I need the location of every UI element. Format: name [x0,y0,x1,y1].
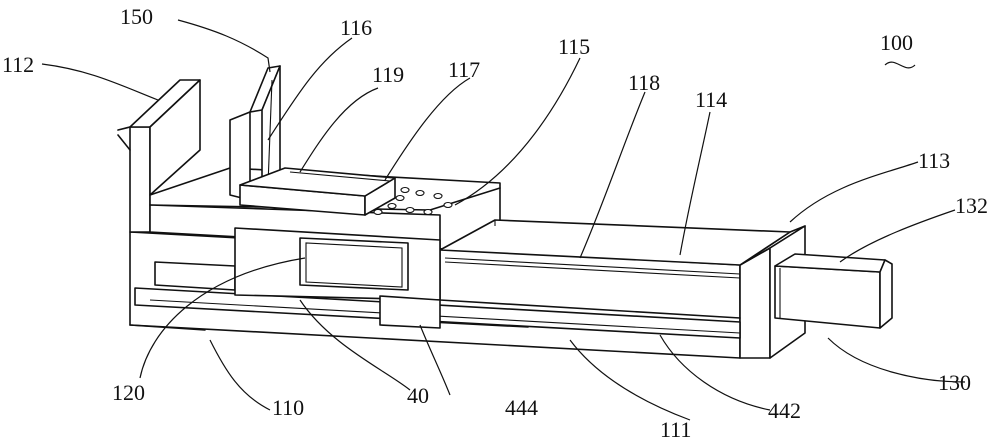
label-118: 118 [628,70,660,95]
label-112: 112 [2,52,34,77]
label-117: 117 [448,57,480,82]
label-120: 120 [112,380,145,405]
label-111: 111 [660,417,691,441]
label-110: 110 [272,395,304,420]
label-114: 114 [695,87,727,112]
label-115: 115 [558,34,590,59]
label-132: 132 [955,193,988,218]
label-119: 119 [372,62,404,87]
label-113: 113 [918,148,950,173]
label-116: 116 [340,15,372,40]
label-150: 150 [120,4,153,29]
label-40: 40 [407,383,429,408]
label-130: 130 [938,370,971,395]
label-100: 100 [880,30,913,55]
label-442: 442 [768,398,801,423]
label-444: 444 [505,395,538,420]
